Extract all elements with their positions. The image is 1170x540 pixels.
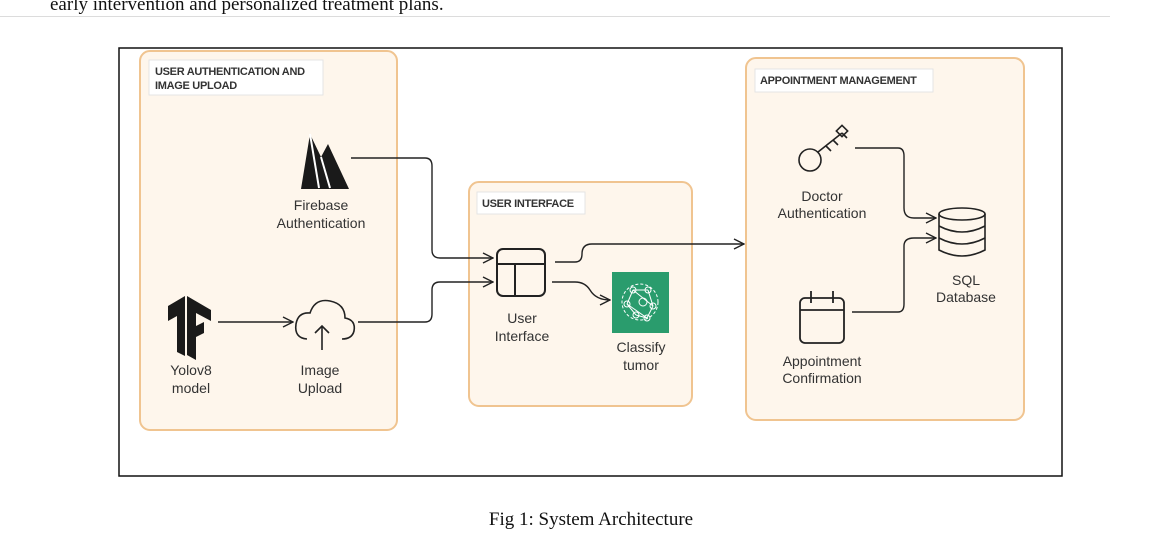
svg-text:Interface: Interface bbox=[495, 328, 550, 344]
svg-text:model: model bbox=[172, 380, 210, 396]
section-label-appointment: APPOINTMENT MANAGEMENT bbox=[754, 68, 934, 93]
firebase-icon bbox=[301, 133, 349, 189]
database-icon bbox=[938, 207, 986, 257]
section-title-line1: USER AUTHENTICATION AND bbox=[155, 66, 305, 78]
svg-text:SQL: SQL bbox=[952, 272, 980, 288]
label-sql-database: SQL Database bbox=[936, 272, 996, 305]
label-yolo: Yolov8 model bbox=[170, 362, 212, 396]
label-doctor-auth: Doctor Authentication bbox=[778, 188, 867, 221]
label-image-upload: Image Upload bbox=[298, 362, 342, 396]
svg-text:User: User bbox=[507, 310, 537, 326]
svg-text:Upload: Upload bbox=[298, 380, 342, 396]
label-firebase: Firebase Authentication bbox=[277, 197, 366, 231]
section-label-user-interface: USER INTERFACE bbox=[476, 191, 586, 215]
layout-icon bbox=[496, 248, 546, 297]
section-title-line2: IMAGE UPLOAD bbox=[155, 80, 237, 92]
label-classify: Classify tumor bbox=[616, 339, 665, 373]
svg-text:Authentication: Authentication bbox=[277, 215, 366, 231]
edge-firebase-to-ui bbox=[351, 157, 493, 258]
svg-text:Classify: Classify bbox=[616, 339, 665, 355]
section-label-auth-upload: USER AUTHENTICATION AND IMAGE UPLOAD bbox=[148, 59, 324, 96]
connectors bbox=[218, 147, 936, 323]
key-icon bbox=[798, 124, 849, 172]
section-appointment-management bbox=[745, 57, 1025, 421]
neural-network-icon bbox=[612, 272, 669, 333]
page-divider bbox=[0, 16, 1110, 17]
svg-text:Database: Database bbox=[936, 289, 996, 305]
section-title: APPOINTMENT MANAGEMENT bbox=[760, 75, 917, 87]
section-user-authentication-image-upload bbox=[139, 50, 398, 431]
svg-text:Doctor: Doctor bbox=[801, 188, 843, 204]
body-text-line: early intervention and personalized trea… bbox=[50, 0, 444, 15]
svg-text:Yolov8: Yolov8 bbox=[170, 362, 212, 378]
label-appointment-confirmation: Appointment Confirmation bbox=[782, 353, 861, 386]
edge-upload-to-ui bbox=[358, 282, 493, 323]
svg-text:Firebase: Firebase bbox=[294, 197, 349, 213]
edge-ui-to-classify bbox=[552, 281, 610, 300]
label-user-interface: User Interface bbox=[495, 310, 550, 344]
edge-ui-to-appointment bbox=[555, 244, 744, 263]
edge-appointment-to-db bbox=[852, 238, 936, 313]
figure-caption: Fig 1: System Architecture bbox=[488, 509, 694, 530]
svg-text:Image: Image bbox=[301, 362, 340, 378]
svg-text:Appointment: Appointment bbox=[783, 353, 862, 369]
svg-text:Authentication: Authentication bbox=[778, 205, 867, 221]
svg-text:Confirmation: Confirmation bbox=[782, 370, 861, 386]
section-title: USER INTERFACE bbox=[482, 198, 574, 210]
tensorflow-icon bbox=[168, 296, 211, 360]
svg-text:tumor: tumor bbox=[623, 357, 659, 373]
edge-doctor-to-db bbox=[855, 147, 936, 218]
calendar-icon bbox=[799, 291, 845, 344]
cloud-upload-icon bbox=[294, 299, 356, 350]
section-user-interface bbox=[468, 181, 693, 407]
